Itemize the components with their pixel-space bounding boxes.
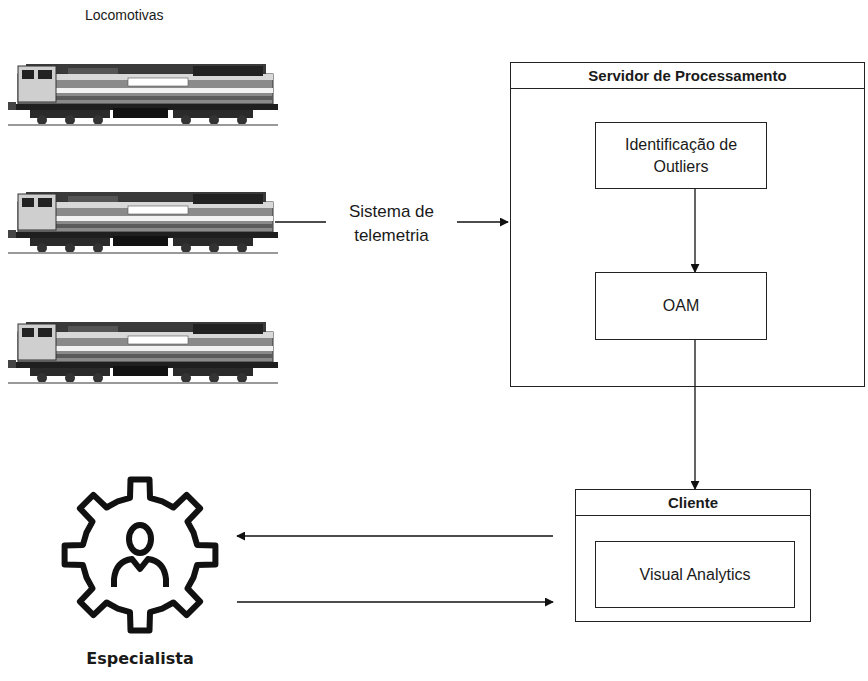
locomotive-group: Locomotivas bbox=[8, 0, 270, 385]
process-box: Identificação de Outliers bbox=[595, 122, 767, 189]
locomotive bbox=[8, 64, 278, 126]
container-title: Servidor de Processamento bbox=[511, 63, 864, 89]
box-label: Identificação de Outliers bbox=[602, 134, 760, 178]
connector-arrow bbox=[694, 189, 695, 272]
container-title-text: Cliente bbox=[668, 494, 718, 511]
container-box: ClienteVisual Analytics bbox=[575, 489, 811, 622]
group-label: Locomotivas bbox=[85, 7, 164, 23]
connector-arrow bbox=[694, 340, 695, 489]
locomotive bbox=[8, 322, 278, 384]
container-box: Servidor de ProcessamentoIdentificação d… bbox=[510, 62, 865, 387]
process-box: OAM bbox=[595, 272, 767, 340]
container-title: Cliente bbox=[576, 490, 810, 516]
gear-person-icon bbox=[60, 475, 220, 635]
container-title-text: Servidor de Processamento bbox=[588, 67, 786, 84]
box-label: OAM bbox=[663, 295, 699, 317]
connector-arrow bbox=[237, 535, 553, 536]
connector-arrow bbox=[237, 601, 553, 602]
actor-label: Especialista bbox=[55, 649, 225, 668]
box-label: Visual Analytics bbox=[640, 564, 751, 586]
edge-label: Sistema de telemetria bbox=[326, 200, 457, 248]
actor-gear: Especialista bbox=[55, 473, 225, 679]
process-box: Visual Analytics bbox=[595, 541, 795, 608]
locomotive bbox=[8, 192, 278, 254]
